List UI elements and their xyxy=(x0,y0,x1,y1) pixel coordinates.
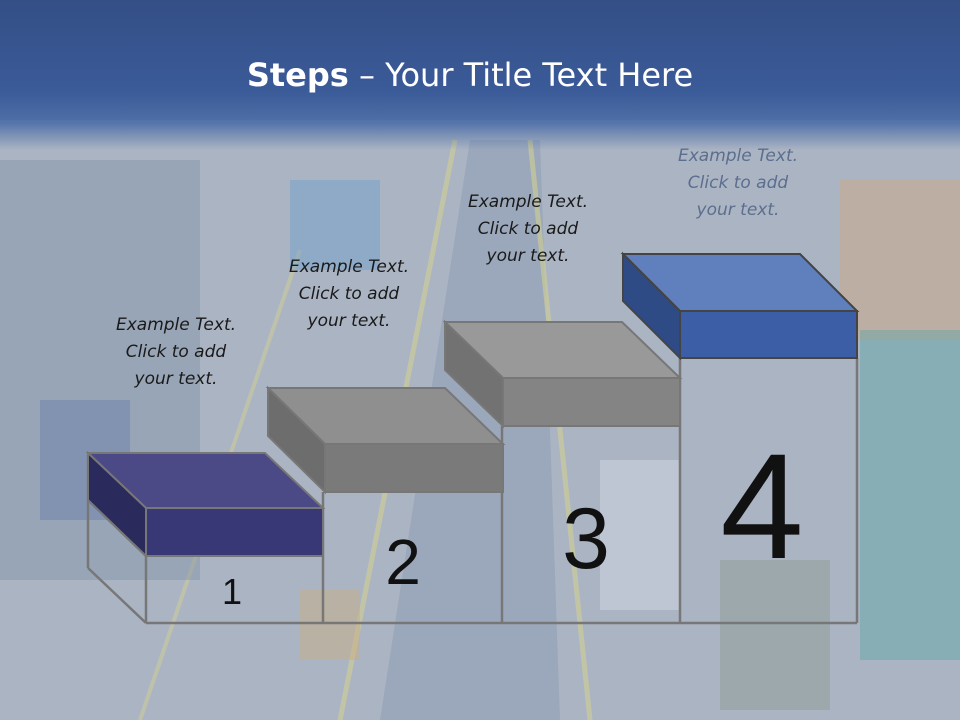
caption-line: Click to add xyxy=(687,173,789,193)
step-block-1[interactable] xyxy=(85,450,326,559)
caption-line: Click to add xyxy=(298,284,400,304)
step-caption-1[interactable]: Example Text. Click to add your text. xyxy=(86,312,266,393)
step-caption-2[interactable]: Example Text. Click to add your text. xyxy=(259,254,439,335)
caption-line: Click to add xyxy=(125,342,227,362)
step-caption-4[interactable]: Example Text. Click to add your text. xyxy=(648,143,828,224)
caption-line: your text. xyxy=(486,246,570,266)
title-bold: Steps xyxy=(246,56,349,94)
caption-line: your text. xyxy=(307,311,391,331)
caption-line: your text. xyxy=(134,369,218,389)
caption-line: Example Text. xyxy=(288,257,410,277)
step-number-4: 4 xyxy=(720,422,803,590)
step-block-4[interactable] xyxy=(620,251,860,361)
caption-line: your text. xyxy=(696,200,780,220)
step-block-3[interactable] xyxy=(442,319,683,429)
step-number-3: 3 xyxy=(562,491,610,587)
caption-line: Example Text. xyxy=(467,192,589,212)
step-number-1: 1 xyxy=(222,571,242,612)
caption-line: Example Text. xyxy=(677,146,799,166)
caption-line: Click to add xyxy=(477,219,579,239)
header-bar xyxy=(0,0,960,150)
slide-title[interactable]: Steps – Your Title Text Here xyxy=(0,56,940,94)
title-rest: – Your Title Text Here xyxy=(348,56,694,94)
caption-line: Example Text. xyxy=(115,315,237,335)
step-caption-3[interactable]: Example Text. Click to add your text. xyxy=(438,189,618,270)
step-block-2[interactable] xyxy=(265,385,506,495)
step-number-2: 2 xyxy=(385,526,421,598)
